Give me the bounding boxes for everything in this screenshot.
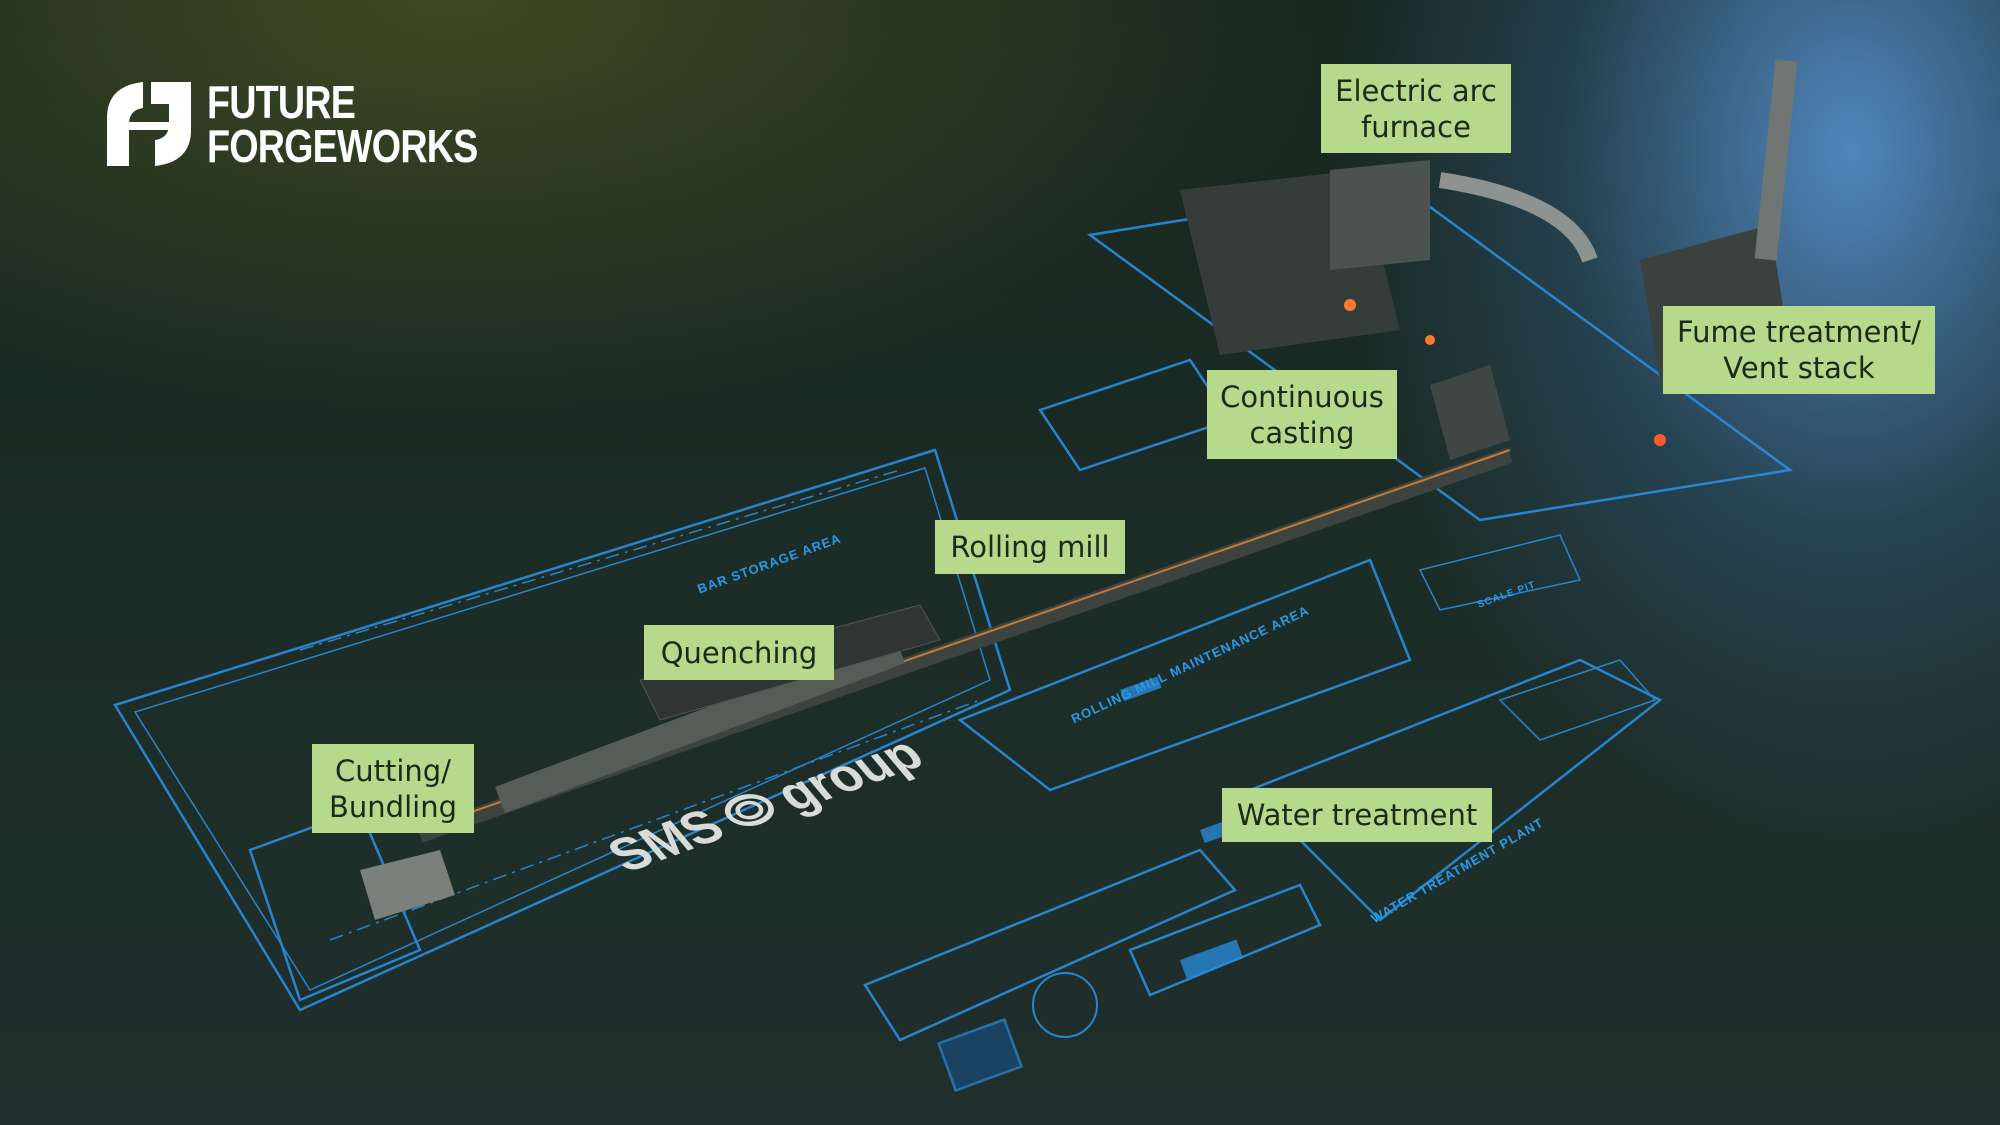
future-forgeworks-logo: FUTURE FORGEWORKS: [103, 78, 537, 170]
scale-pit-outline: [1418, 534, 1582, 611]
settling-basin-outline: [863, 848, 1238, 1042]
forgeworks-mark-icon: [107, 82, 191, 166]
label-water-treatment: Water treatment: [1222, 788, 1492, 842]
brand-line2: FORGEWORKS: [207, 120, 478, 172]
cooling-tower-outline: [1128, 883, 1322, 997]
label-quenching: Quenching: [644, 625, 834, 680]
label-cutting-bundling: Cutting/ Bundling: [312, 744, 474, 833]
production-line: [360, 59, 1798, 920]
water-plant-outline: [1247, 658, 1663, 922]
label-continuous-casting: Continuous casting: [1207, 370, 1397, 459]
sms-ring-icon: [716, 788, 783, 832]
brand-line1: FUTURE: [207, 76, 356, 128]
caster-office-outline: [1038, 358, 1232, 472]
bar-storage-hall-inner: [133, 467, 991, 991]
label-fume-treatment: Fume treatment/ Vent stack: [1663, 306, 1935, 394]
bar-storage-hall-outline: [113, 448, 1012, 1012]
label-electric-arc-furnace: Electric arc furnace: [1321, 64, 1511, 153]
water-aux-outline: [1498, 659, 1657, 741]
maintenance-area-outline: [957, 558, 1412, 792]
label-rolling-mill: Rolling mill: [935, 520, 1125, 574]
